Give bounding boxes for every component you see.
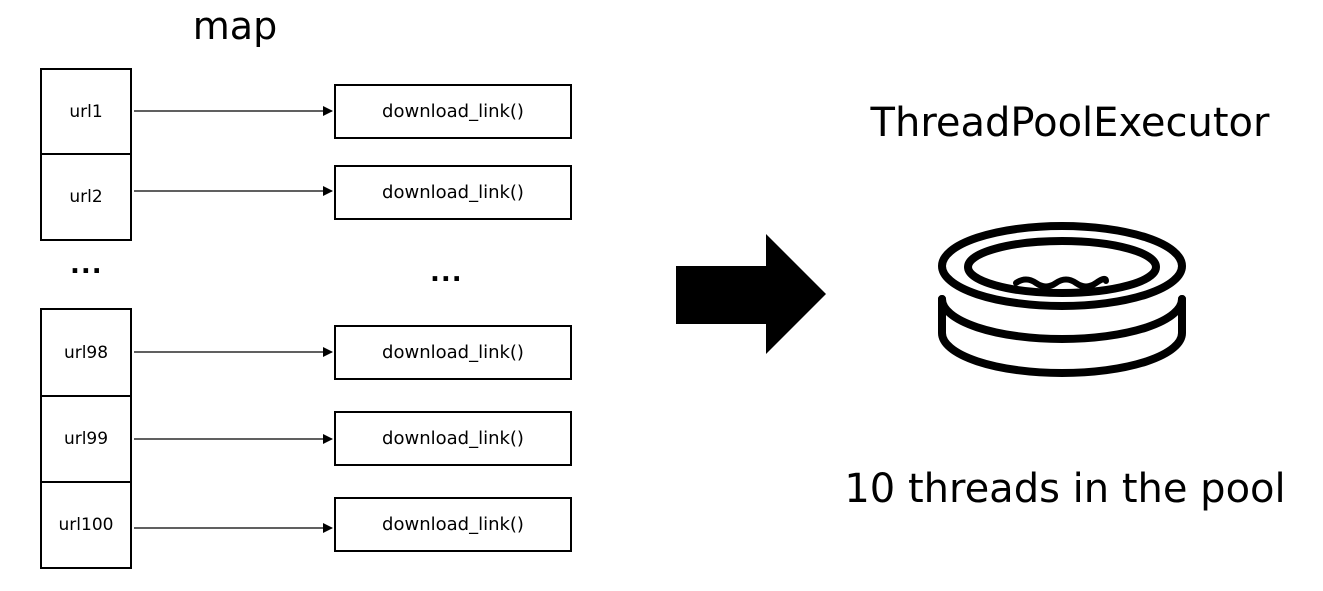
map-title: map <box>192 4 278 48</box>
function-label: download_link() <box>382 182 524 203</box>
function-box-100: download_link() <box>334 497 572 552</box>
executor-title: ThreadPoolExecutor <box>870 100 1270 146</box>
function-box-2: download_link() <box>334 165 572 220</box>
function-label: download_link() <box>382 514 524 535</box>
url-box-1: url1 <box>40 68 132 155</box>
url-box-99: url99 <box>40 395 132 483</box>
function-ellipsis: ... <box>430 258 463 288</box>
function-label: download_link() <box>382 428 524 449</box>
url-box-2: url2 <box>40 153 132 241</box>
function-label: download_link() <box>382 101 524 122</box>
url-box-100: url100 <box>40 481 132 569</box>
url-label: url1 <box>69 101 103 122</box>
function-box-98: download_link() <box>334 325 572 380</box>
url-label: url2 <box>69 187 103 207</box>
pool-icon <box>938 222 1186 377</box>
function-box-99: download_link() <box>334 411 572 466</box>
url-label: url98 <box>63 342 109 363</box>
pool-caption: 10 threads in the pool <box>844 466 1286 512</box>
url-label: url99 <box>63 429 109 449</box>
url-ellipsis: ... <box>70 250 103 280</box>
function-label: download_link() <box>382 342 524 363</box>
big-right-arrow-icon <box>676 234 826 354</box>
function-box-1: download_link() <box>334 84 572 139</box>
url-label: url100 <box>58 515 114 535</box>
